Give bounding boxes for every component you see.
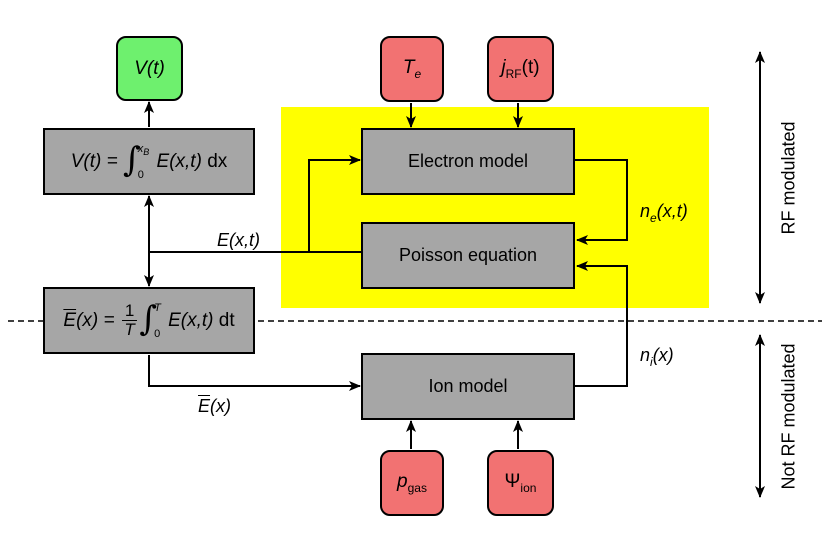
voltage-integral-block: V(t) = ∫xB 0 E(x,t) dx	[43, 128, 255, 195]
ion-model-label: Ion model	[428, 376, 508, 396]
pgas-sub: gas	[407, 481, 427, 495]
v-eq-upper: x	[137, 142, 144, 155]
electron-model-label: Electron model	[407, 151, 529, 171]
ni-var: n	[640, 345, 651, 365]
v-eq-diff: dx	[207, 150, 228, 172]
averaged-field-label: E(x)	[198, 397, 231, 415]
not-rf-modulated-label: Not RF modulated	[778, 343, 799, 490]
pgas-label: pgas	[397, 471, 427, 495]
te-var: T	[402, 57, 415, 78]
e-avg-integrand: E(x,t)	[168, 309, 214, 331]
te-sub: e	[414, 67, 422, 81]
rf-modulated-label: RF modulated	[778, 121, 799, 235]
poisson-equation-label: Poisson equation	[398, 245, 538, 265]
ion-density-label: ni(x)	[640, 346, 674, 368]
integral-sign: ∫	[139, 298, 158, 339]
rf-current-input: jRF(t)	[487, 36, 554, 102]
jrf-arg: (t)	[521, 57, 540, 78]
v-eq-integrand: E(x,t)	[156, 150, 202, 172]
e-bar-var: E	[198, 396, 211, 416]
e-avg-lower: 0	[154, 327, 161, 340]
e-avg-diff: dt	[218, 309, 235, 331]
v-eq-lhs: V(t) =	[70, 150, 118, 172]
arrow-ni-to-poisson	[575, 261, 628, 387]
ion-flux-input: Ψion	[487, 450, 554, 516]
jrf-sub: RF	[505, 67, 522, 81]
ne-arg: (x,t)	[656, 201, 688, 221]
psi-var: Ψ	[504, 471, 521, 492]
electric-field-label: E(x,t)	[217, 230, 260, 250]
electron-density-label: ne(x,t)	[640, 202, 688, 224]
v-eq-lower: 0	[137, 168, 144, 181]
electron-model-block: Electron model	[361, 128, 575, 195]
jrf-label: jRF(t)	[501, 57, 539, 81]
e-bar-arg: (x)	[210, 396, 232, 416]
gas-pressure-input: pgas	[380, 450, 444, 516]
v-eq-limits: xB 0	[138, 143, 150, 181]
pgas-var: p	[397, 471, 408, 492]
jrf-var: j	[501, 57, 506, 78]
voltage-output-label: V(t)	[134, 57, 165, 79]
e-avg-upper: T	[154, 301, 161, 314]
ni-sub: i	[650, 355, 653, 369]
psi-sub: ion	[520, 481, 537, 495]
fraction-numerator: 1	[121, 302, 138, 321]
te-label: Te	[403, 57, 421, 81]
arrow-e-to-electron	[308, 155, 361, 252]
electron-temperature-input: Te	[380, 36, 444, 102]
ne-sub: e	[650, 211, 657, 225]
ion-model-block: Ion model	[361, 353, 575, 420]
e-avg-lhs-arg: (x) =	[76, 309, 115, 331]
ni-arg: (x)	[652, 345, 674, 365]
v-eq-upper-sub: B	[143, 146, 150, 157]
arrow-eavg-to-ion	[148, 355, 361, 391]
integral-sign: ∫	[123, 139, 141, 180]
ne-var: n	[640, 201, 651, 221]
psi-label: Ψion	[505, 471, 537, 495]
e-avg-symbol: E	[63, 309, 77, 331]
arrow-ne-to-poisson	[575, 159, 628, 245]
voltage-integral-equation: V(t) = ∫xB 0 E(x,t) dx	[70, 139, 228, 182]
fraction-denominator: T	[124, 320, 135, 339]
voltage-output-box: V(t)	[116, 36, 183, 101]
poisson-equation-block: Poisson equation	[361, 222, 575, 289]
